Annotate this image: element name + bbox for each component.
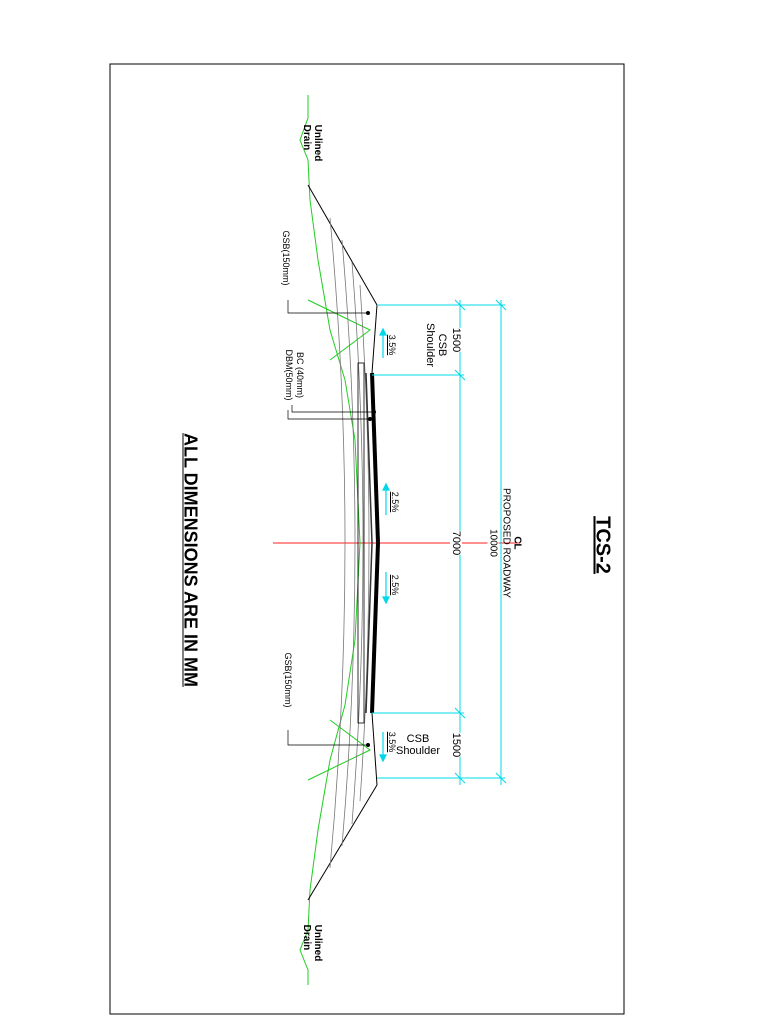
sheet-border <box>109 63 625 1015</box>
ground-line-left-break <box>307 299 371 361</box>
drain-bottom-line1: Unlined <box>312 924 323 962</box>
leader-dbm <box>287 410 370 420</box>
ground-line-right-break <box>307 719 371 781</box>
drain-top-line1: Unlined <box>312 124 323 162</box>
left-shoulder-top <box>371 304 378 374</box>
slope-carriage-right: 2.5% <box>390 574 400 596</box>
title: TCS-2 <box>591 516 614 574</box>
leader-gsb-right <box>287 730 368 746</box>
leader-gsb-left <box>287 300 368 314</box>
drain-top-label: Unlined Drain <box>301 125 323 162</box>
dimensions-note: ALL DIMENSIONS ARE IN MM <box>180 432 201 688</box>
shoulder-right-label-line1: CSB <box>406 733 430 745</box>
shoulder-right-label-line2: Shoulder <box>395 745 441 757</box>
layer-gsb-right-label: GSB(150mm) <box>283 652 293 708</box>
slope-shoulder-left: 3.5% <box>387 334 397 356</box>
layer-line-3 <box>351 261 364 825</box>
leader-bc <box>291 405 374 413</box>
proposed-roadway-label: PROPOSED ROADWAY <box>500 487 512 599</box>
layer-line-4 <box>359 284 370 802</box>
right-shoulder-top <box>371 712 378 786</box>
ground-line <box>299 95 361 985</box>
layer-line-1 <box>329 217 346 869</box>
centerline-label: CL <box>511 536 523 550</box>
carriageway-dimension: 7000 <box>450 530 462 556</box>
shoulder-right-dimension: 1500 <box>450 732 462 758</box>
layer-line-2 <box>341 239 356 847</box>
drain-top-line2: Drain <box>301 124 312 151</box>
shoulder-left-label-line1: CSB <box>436 333 448 357</box>
shoulder-left-label: CSB Shoulder <box>424 323 448 367</box>
drain-bottom-line2: Drain <box>301 924 312 951</box>
carriageway-base <box>365 372 373 714</box>
layer-dbm-label: DBM(50mm) <box>284 349 294 401</box>
drain-bottom-label: Unlined Drain <box>301 925 323 962</box>
slope-carriage-left: 2.5% <box>390 491 400 513</box>
shoulder-left-label-line2: Shoulder <box>424 322 436 368</box>
gsb-box <box>357 362 365 724</box>
carriageway-surface <box>370 372 381 714</box>
total-width-dimension: 10000 <box>487 529 499 557</box>
layer-bc-label: BC (40mm) <box>295 351 305 399</box>
shoulder-right-label: CSB Shoulder <box>396 733 440 757</box>
shoulder-left-dimension: 1500 <box>450 327 462 353</box>
slope-shoulder-right: 3.5% <box>387 731 397 753</box>
layer-gsb-left-label: GSB(150mm) <box>281 230 291 286</box>
slope-arrows <box>379 327 390 763</box>
